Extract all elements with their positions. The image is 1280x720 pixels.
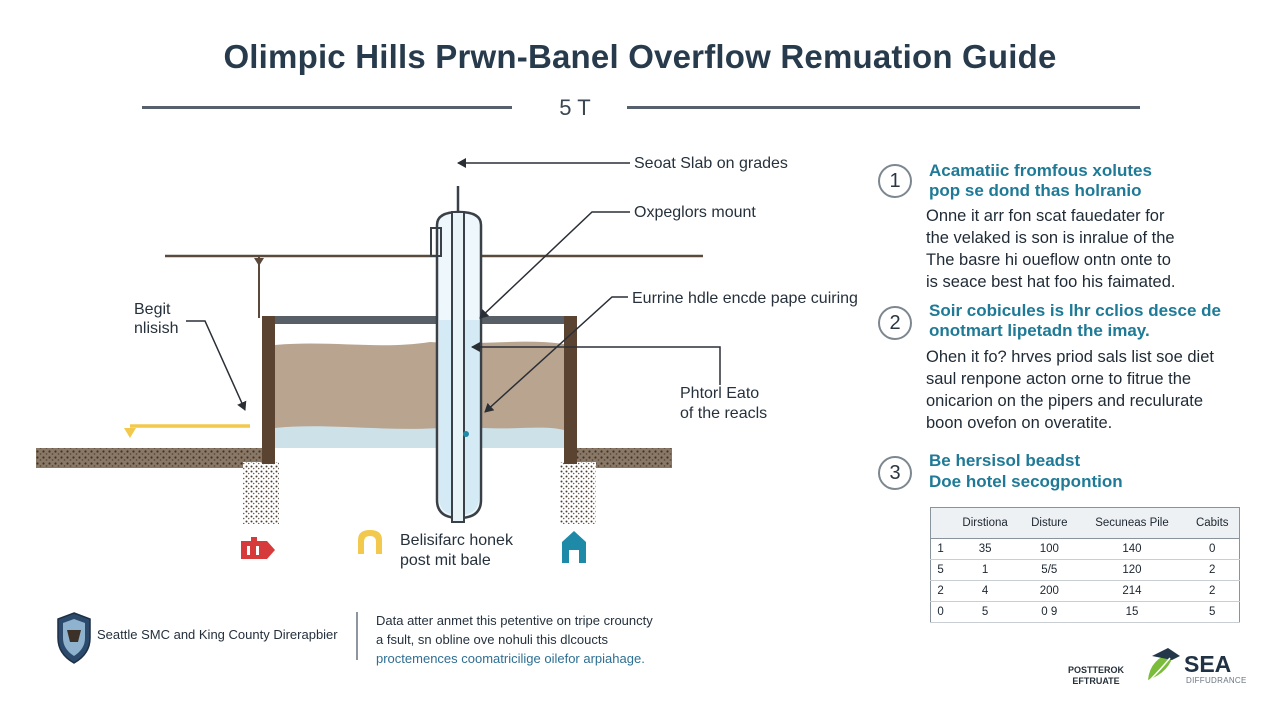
table-cell: 0 <box>930 601 951 623</box>
title-rule-left <box>142 106 512 109</box>
callout-right-1: Phtorl Eato <box>680 385 760 402</box>
ground-left <box>36 448 263 468</box>
table-row: 2 4 200 214 2 <box>930 580 1240 602</box>
tank-water <box>275 426 564 448</box>
table-cell: 214 <box>1078 580 1186 602</box>
footer-org: Seattle SMC and King County Direrapbier <box>97 627 338 642</box>
teal-house-icon <box>562 531 586 563</box>
tank-wall-right <box>564 316 577 464</box>
callout-pipe: Eurrine hdle encde pape cuiring <box>632 290 858 307</box>
table-cell: 200 <box>1020 580 1079 602</box>
shield-logo-icon <box>57 612 91 664</box>
sea-leaf-logo-icon <box>1148 648 1180 681</box>
step-heading: Doe hotel secogpontion <box>929 472 1123 491</box>
table-cell: 100 <box>1020 538 1079 560</box>
table-cell: 2 <box>1185 559 1240 581</box>
data-table: Dirstiona Disture Secuneas Pile Cabits 1… <box>930 507 1240 623</box>
callout-mount: Oxpeglors mount <box>634 204 756 221</box>
disclaimer-line: proctemences coomatricilige oilefor arpi… <box>376 651 645 666</box>
ground-right <box>572 448 672 468</box>
table-cell: 4 <box>950 580 1021 602</box>
step-text: boon ovefon on overatite. <box>926 414 1113 432</box>
disclaimer-line: a fsult, sn obline ove nohuli this dlcou… <box>376 632 608 647</box>
column-header: Dirstiona <box>950 507 1021 539</box>
step-text: Ohen it fo? hrves priod sals list soe di… <box>926 348 1214 366</box>
table-row: 0 5 0 9 15 5 <box>930 601 1240 623</box>
column-header <box>930 507 951 539</box>
step-text: is seace best hat foo his faimated. <box>926 273 1176 291</box>
callout-bottom-2: post mit bale <box>400 552 491 569</box>
table-cell: 1 <box>930 538 951 560</box>
scale-mark: 5 T <box>559 95 591 120</box>
table-cell: 35 <box>950 538 1021 560</box>
step-heading: pop se dond thas holranio <box>929 181 1142 200</box>
sea-logo-subtitle: DIFFUDRANCE <box>1186 676 1247 685</box>
column-header: Secuneas Pile <box>1078 507 1186 539</box>
page-title: Olimpic Hills Prwn-Banel Overflow Remuat… <box>223 38 1057 75</box>
sea-logo-word: SEA <box>1184 651 1232 677</box>
callout-bottom-1: Belisifarc honek <box>400 532 513 549</box>
partner-logo-text: POSTTEROK EFTRUATE <box>1068 665 1124 687</box>
table-header-row: Dirstiona Disture Secuneas Pile Cabits <box>930 507 1240 539</box>
title-rule-right <box>627 106 1140 109</box>
table-row: 1 35 100 140 0 <box>930 538 1240 560</box>
step-text: onicarion on the pipers and reculurate <box>926 392 1204 410</box>
step-number-badge: 2 <box>878 306 912 340</box>
table-cell: 2 <box>1185 580 1240 602</box>
tank-soil <box>275 341 564 448</box>
partner-line: POSTTEROK <box>1068 665 1125 675</box>
callout-slab: Seoat Slab on grades <box>634 155 788 172</box>
table-cell: 120 <box>1078 559 1186 581</box>
footer-disclaimer: Data atter anmet this petentive on tripe… <box>376 611 653 668</box>
table-cell: 0 <box>1185 538 1240 560</box>
table-cell: 140 <box>1078 538 1186 560</box>
footer-divider <box>356 612 358 660</box>
gravel-right <box>560 462 596 524</box>
table-cell: 1 <box>950 559 1021 581</box>
table-cell: 2 <box>930 580 951 602</box>
step-text: The basre hi oueflow ontn onte to <box>926 251 1171 269</box>
table-row: 5 1 5/5 120 2 <box>930 559 1240 581</box>
step-number-badge: 3 <box>878 456 912 490</box>
column-header: Disture <box>1020 507 1079 539</box>
overflow-diagram <box>36 158 721 563</box>
partner-line: EFTRUATE <box>1072 676 1120 686</box>
step-text: saul renpone acton orne to fitrue the <box>926 370 1192 388</box>
table-cell: 5/5 <box>1020 559 1079 581</box>
tank-lid <box>263 316 576 324</box>
disclaimer-line: Data atter anmet this petentive on tripe… <box>376 613 653 628</box>
step-heading: Acamatiic fromfous xolutes <box>929 161 1152 180</box>
column-header: Cabits <box>1185 507 1240 539</box>
inner-pipe <box>451 211 465 523</box>
table-cell: 5 <box>930 559 951 581</box>
yellow-cap-icon <box>358 530 382 554</box>
step-heading: Be hersisol beadst <box>929 451 1081 470</box>
step-text: Onne it arr fon scat fauedater for <box>926 207 1165 225</box>
step-heading: onotmart lipetadn the imay. <box>929 321 1150 340</box>
step-number-badge: 1 <box>878 164 912 198</box>
step-text: the velaked is son is inralue of the <box>926 229 1175 247</box>
callout-left-1: Begit <box>134 301 171 318</box>
callout-right-2: of the reacls <box>680 405 768 422</box>
table-cell: 15 <box>1078 601 1186 623</box>
callout-left-2: nlisish <box>134 320 179 337</box>
gravel-left <box>243 462 279 524</box>
red-valve-icon <box>241 537 275 559</box>
step-heading: Soir cobicules is lhr cclios desce de <box>929 301 1221 320</box>
table-cell: 0 9 <box>1020 601 1079 623</box>
table-cell: 5 <box>1185 601 1240 623</box>
table-cell: 5 <box>950 601 1021 623</box>
tank-wall-left <box>262 316 275 464</box>
